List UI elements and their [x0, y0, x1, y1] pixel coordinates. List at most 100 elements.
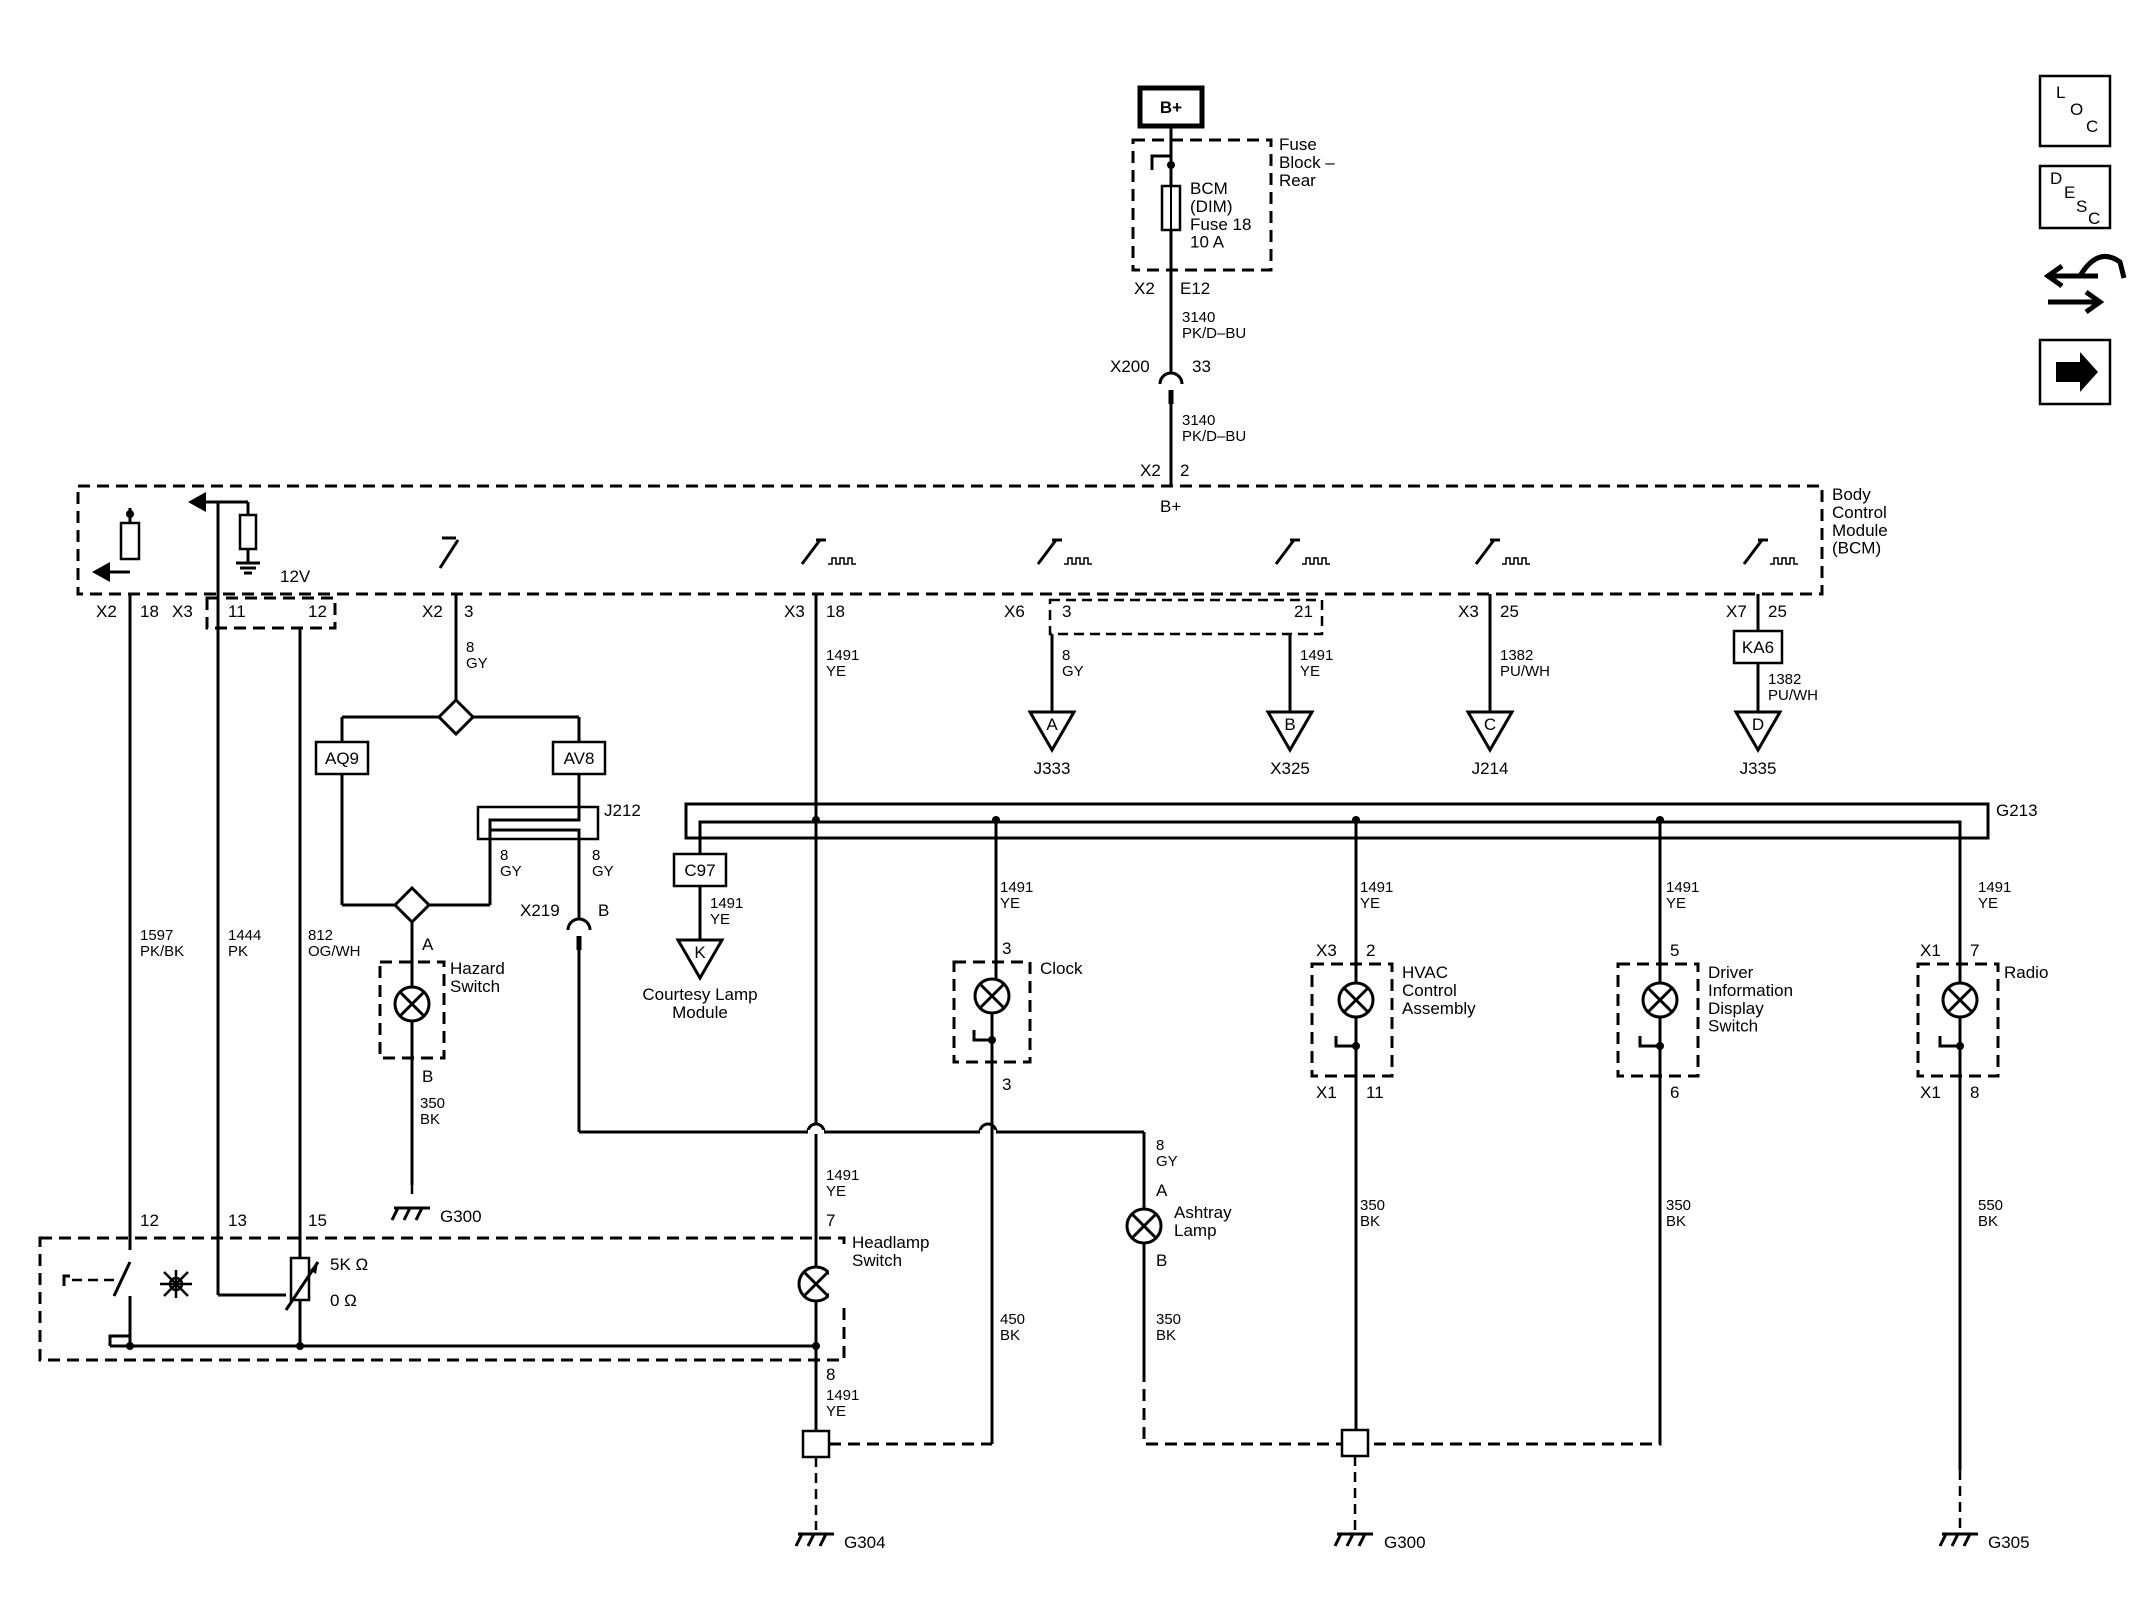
splice-x200	[1158, 371, 1184, 385]
svg-text:18: 18	[826, 602, 845, 621]
clock-pin-top: 3	[1002, 939, 1011, 958]
pot-max-label: 5K Ω	[330, 1255, 368, 1274]
radio-conn-bot: X1	[1920, 1083, 1941, 1102]
svg-text:X3: X3	[172, 602, 193, 621]
bcm-switch-x3-25	[1474, 538, 1532, 566]
ashtray-lamp	[1125, 1207, 1163, 1245]
connector-end-view-icon[interactable]	[2043, 253, 2127, 315]
hl-pin-7: 7	[826, 1211, 835, 1230]
hl-pin-8: 8	[826, 1365, 835, 1384]
hl-pin-13: 13	[228, 1211, 247, 1230]
bcm-switch-x6-3	[1036, 538, 1094, 566]
svg-text:B+: B+	[1160, 98, 1182, 117]
svg-text:B: B	[598, 901, 609, 920]
svg-text:B: B	[1284, 715, 1295, 734]
ground-g304: G304	[844, 1533, 886, 1552]
dic-pin-bot: 6	[1670, 1083, 1679, 1102]
arrow-right-icon[interactable]	[2038, 338, 2112, 406]
svg-text:12: 12	[308, 602, 327, 621]
svg-text:X6: X6	[1004, 602, 1025, 621]
ground-g300-icon	[1333, 1532, 1375, 1548]
headlamp-switch-lamp	[797, 1265, 835, 1303]
desc-icon[interactable]: D E S C	[2038, 164, 2112, 230]
hl-pin-12: 12	[140, 1211, 159, 1230]
svg-text:KA6: KA6	[1742, 638, 1774, 657]
splice-pin: 33	[1192, 357, 1211, 376]
svg-text:A: A	[1046, 715, 1058, 734]
bcm-12v: 12V	[280, 567, 311, 586]
bcm-bplus-label: B+	[1160, 497, 1181, 516]
svg-text:J335: J335	[1740, 759, 1777, 778]
battery-positive: B+	[1137, 85, 1205, 129]
splice-diamond-hazard	[393, 886, 431, 924]
svg-text:L: L	[2056, 83, 2065, 102]
ashtray-pin-b: B	[1156, 1251, 1167, 1270]
svg-text:3: 3	[1062, 602, 1071, 621]
svg-text:X325: X325	[1270, 759, 1310, 778]
svg-text:E: E	[2064, 183, 2075, 202]
hazard-pin-a: A	[422, 935, 434, 954]
connector-c97	[672, 852, 728, 888]
splice-diamond-top	[437, 698, 475, 736]
hazard-switch	[378, 960, 446, 1060]
svg-text:J212: J212	[604, 801, 641, 820]
offpage-b: B X325	[1266, 710, 1314, 778]
svg-text:8GY: 8GY	[500, 847, 522, 880]
ashtray-pin-a: A	[1156, 1181, 1168, 1200]
svg-text:X3: X3	[784, 602, 805, 621]
svg-text:C: C	[2088, 209, 2100, 228]
ground-g300: G300	[1384, 1533, 1426, 1552]
svg-text:21: 21	[1294, 602, 1313, 621]
svg-text:C97: C97	[684, 861, 715, 880]
bcm-pin-power: 2	[1180, 461, 1189, 480]
bcm-switch-x2-3	[438, 536, 460, 569]
svg-text:J333: J333	[1034, 759, 1071, 778]
svg-text:8GY: 8GY	[1156, 1137, 1178, 1170]
radio	[1916, 962, 2000, 1078]
dimmer-icon	[160, 1270, 192, 1298]
svg-text:AV8: AV8	[564, 749, 595, 768]
ground-junction-g304	[801, 1429, 831, 1459]
svg-text:X2: X2	[422, 602, 443, 621]
svg-text:25: 25	[1500, 602, 1519, 621]
hvac-pin-top: 2	[1366, 941, 1375, 960]
ground-g304-icon	[794, 1532, 836, 1548]
svg-text:25: 25	[1768, 602, 1787, 621]
ground-g305: G305	[1988, 1533, 2030, 1552]
svg-text:D: D	[1752, 715, 1764, 734]
hvac-pin-bot: 11	[1366, 1083, 1384, 1102]
radio-pin-top: 7	[1970, 941, 1979, 960]
svg-text:X219: X219	[520, 901, 560, 920]
svg-text:K: K	[694, 943, 706, 962]
ground-junction-g300	[1340, 1428, 1370, 1458]
body-control-module	[76, 484, 1824, 596]
svg-text:X2: X2	[96, 602, 117, 621]
pot-min-label: 0 Ω	[330, 1291, 357, 1310]
headlamp-switch	[38, 1236, 846, 1362]
svg-text:S: S	[2076, 197, 2087, 216]
loc-icon[interactable]: L O C	[2038, 74, 2112, 148]
bcm-switch-21	[1274, 538, 1332, 566]
hazard-pin-b: B	[422, 1067, 433, 1086]
svg-text:C: C	[1484, 715, 1496, 734]
